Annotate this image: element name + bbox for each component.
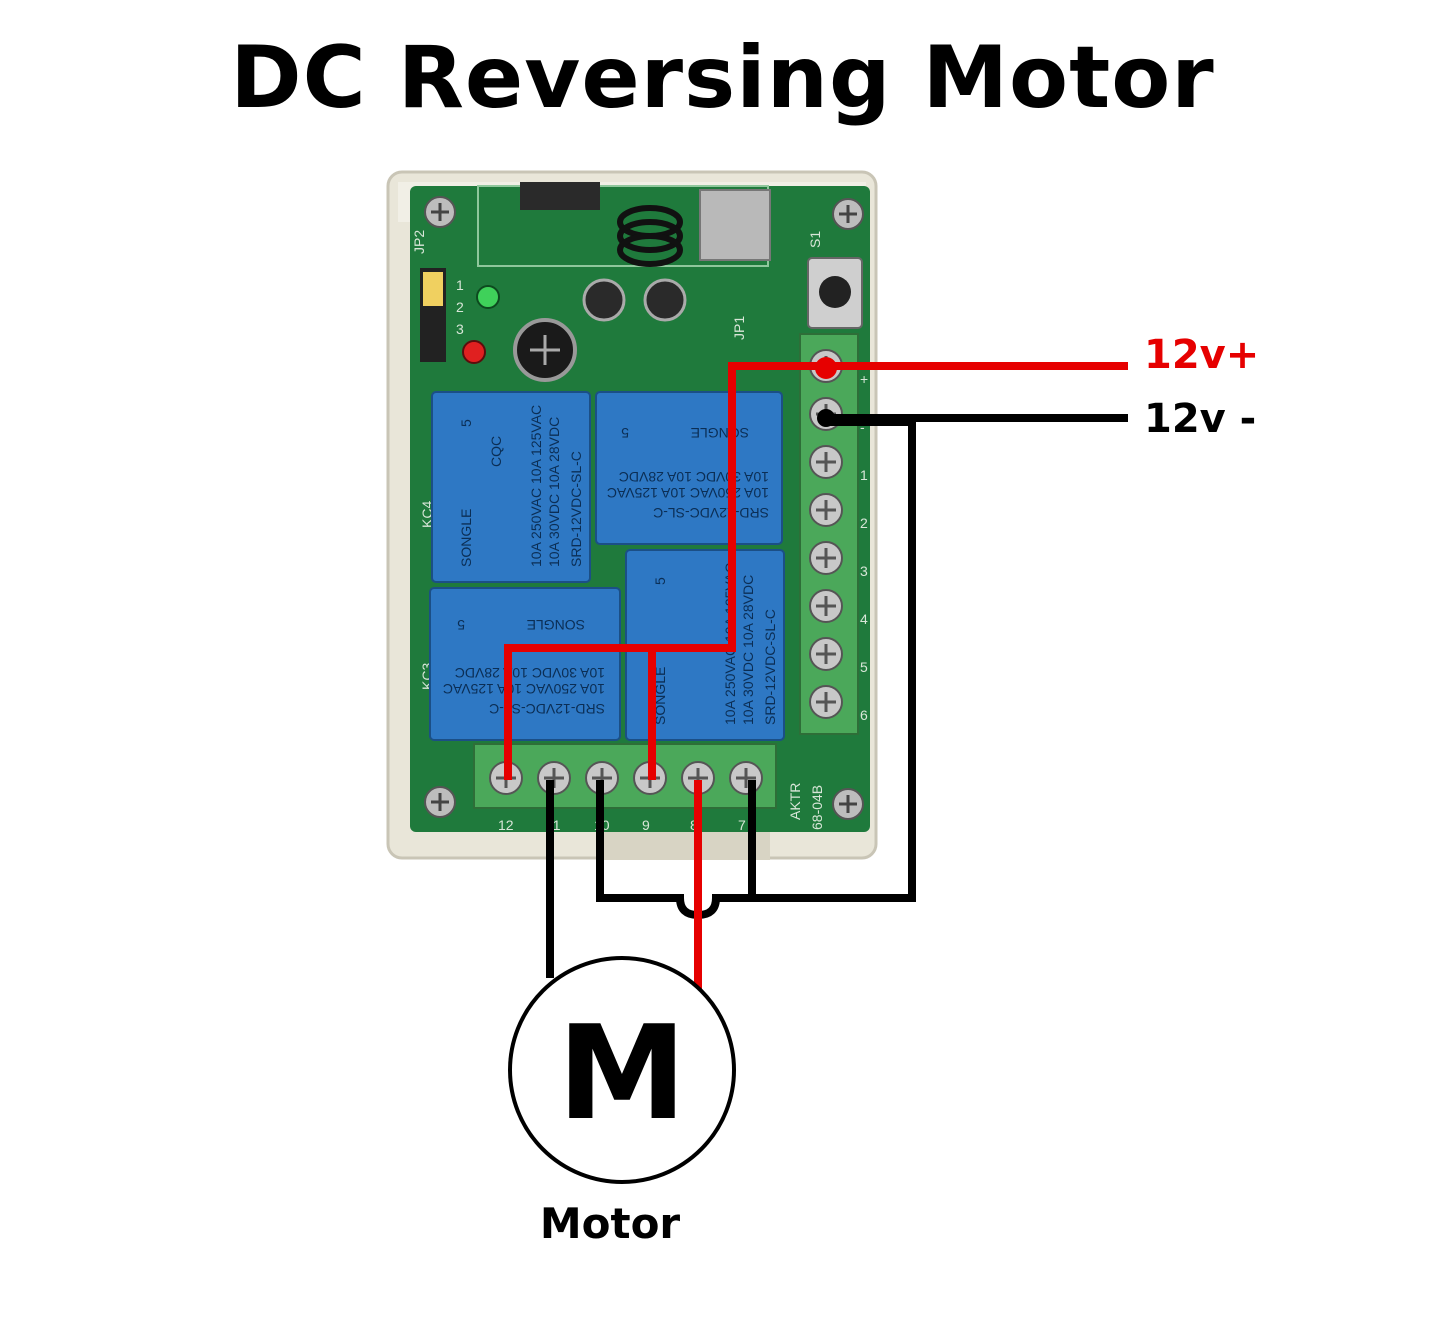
relay-brand: SONGLE bbox=[691, 425, 749, 441]
relay-model: SRD-12VDC-SL-C bbox=[762, 609, 778, 725]
relay-3: SRD-12VDC-SL-C 10A 250VAC 10A 125VAC 10A… bbox=[429, 587, 621, 741]
neg-junction-dot-icon bbox=[817, 409, 835, 427]
red-wires bbox=[504, 362, 1128, 990]
terminal-screw-icon bbox=[809, 541, 843, 575]
terminal-screw-icon bbox=[809, 637, 843, 671]
jumper-header-icon bbox=[420, 268, 446, 362]
terminal-screw-icon bbox=[729, 761, 763, 795]
relay-digit: 5 bbox=[652, 577, 668, 585]
relay-model: SRD-12VDC-SL-C bbox=[653, 505, 769, 521]
right-terminal-label: 6 bbox=[860, 707, 868, 723]
jumper-pin-label: 2 bbox=[456, 299, 464, 315]
relay-model: SRD-12VDC-SL-C bbox=[489, 701, 605, 717]
relay-1: SONGLE SRD-12VDC-SL-C 10A 250VAC 10A 125… bbox=[431, 391, 591, 583]
relay-rating-1: 10A 250VAC 10A 125VAC bbox=[443, 681, 605, 697]
terminal-screw-icon bbox=[809, 589, 843, 623]
right-terminal-label: 3 bbox=[860, 563, 868, 579]
relay-model: SRD-12VDC-SL-C bbox=[568, 451, 584, 567]
relay-digit: 5 bbox=[621, 425, 629, 441]
pos-feed-wire bbox=[504, 362, 826, 780]
relay-brand: SONGLE bbox=[458, 509, 474, 567]
jumper-pin-label: 1 bbox=[456, 277, 464, 293]
relay-cert: CQC bbox=[488, 436, 504, 467]
relay-rating-1: 10A 250VAC 10A 125VAC bbox=[528, 405, 544, 567]
right-terminal-block: + - 1 2 3 4 5 6 bbox=[799, 333, 868, 735]
terminal-screw-icon bbox=[809, 445, 843, 479]
relay-rating-2: 10A 30VDC 10A 28VDC bbox=[619, 469, 769, 485]
relay-digit: 5 bbox=[457, 617, 465, 633]
relay-brand: SONGLE bbox=[527, 617, 585, 633]
terminal-screw-icon bbox=[585, 761, 619, 795]
green-led-icon bbox=[476, 285, 500, 309]
right-terminal-label: 4 bbox=[860, 611, 868, 627]
terminal-screw-icon bbox=[809, 685, 843, 719]
relay-rating-2: 10A 30VDC 10A 28VDC bbox=[740, 575, 756, 725]
motor-symbol-icon: M bbox=[508, 956, 736, 1184]
jumper-label: JP2 bbox=[411, 230, 427, 254]
bottom-terminal-label: 12 bbox=[498, 817, 514, 833]
terminal-screw-icon bbox=[809, 493, 843, 527]
jumper-pin-label: 3 bbox=[456, 321, 464, 337]
right-terminal-label: 2 bbox=[860, 515, 868, 531]
neg-supply-label: 12v - bbox=[1144, 396, 1256, 442]
model-label-line1: AKTR bbox=[787, 783, 803, 820]
motor-letter: M bbox=[557, 997, 686, 1149]
right-terminal-label: + bbox=[860, 371, 868, 387]
right-terminal-label: 5 bbox=[860, 659, 868, 675]
jp1-label: JP1 bbox=[731, 316, 747, 340]
relay-rating-2: 10A 30VDC 10A 28VDC bbox=[455, 665, 605, 681]
relay-rating-1: 10A 250VAC 10A 125VAC bbox=[607, 485, 769, 501]
pos-supply-label: 12v+ bbox=[1144, 332, 1259, 378]
relay-digit: 5 bbox=[458, 419, 474, 427]
relay-rating-2: 10A 30VDC 10A 28VDC bbox=[546, 417, 562, 567]
pushbutton-s1-icon bbox=[807, 257, 863, 329]
right-terminal-label: - bbox=[860, 419, 865, 435]
relay-2: SRD-12VDC-SL-C 10A 250VAC 10A 125VAC 10A… bbox=[595, 391, 783, 545]
neg-return-wire bbox=[752, 418, 916, 902]
switch-s1-label: S1 bbox=[807, 231, 823, 248]
pos-junction-dot-icon bbox=[815, 357, 837, 379]
bottom-terminal-label: 7 bbox=[738, 817, 746, 833]
red-led-icon bbox=[462, 340, 486, 364]
right-terminal-label: 1 bbox=[860, 467, 868, 483]
mounting-screw-icon bbox=[424, 196, 864, 820]
motor-caption: Motor bbox=[540, 1199, 681, 1248]
model-label-line2: 68-04B bbox=[809, 785, 825, 830]
bottom-terminal-label: 9 bbox=[642, 817, 650, 833]
page-title: DC Reversing Motor bbox=[230, 28, 1215, 128]
